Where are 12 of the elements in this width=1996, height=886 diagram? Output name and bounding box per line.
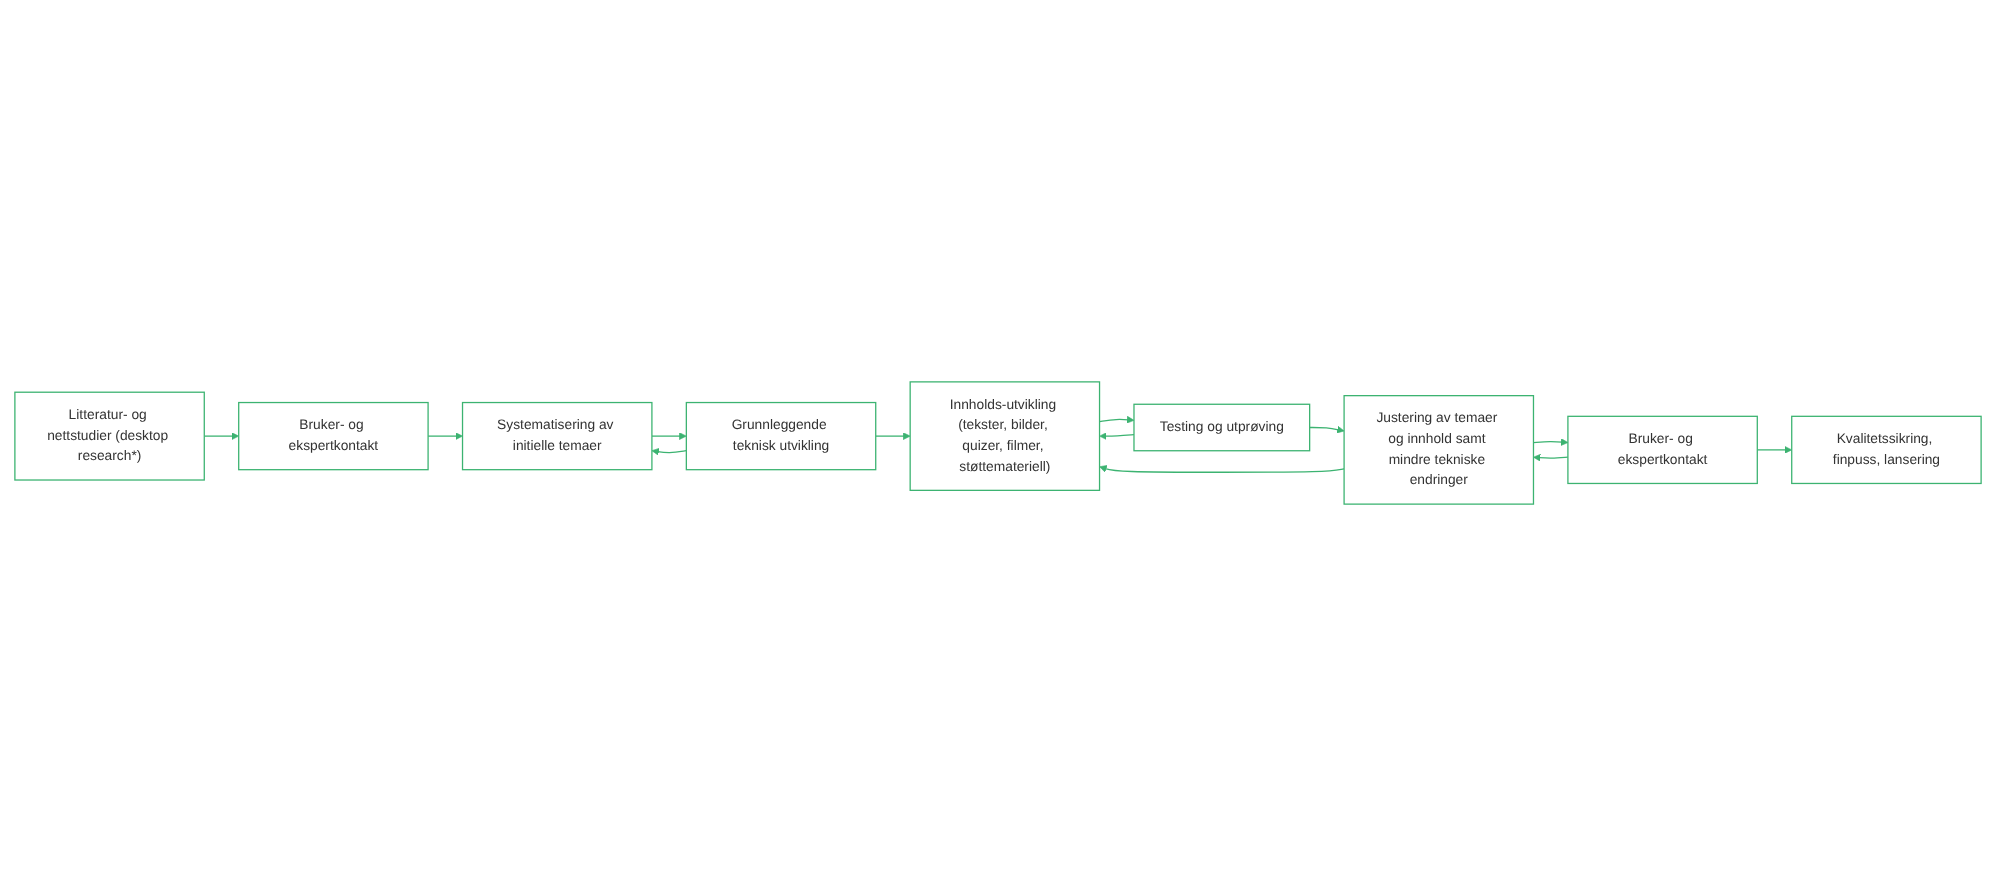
arrow: [1099, 432, 1135, 440]
arrow: [651, 448, 687, 456]
arrow: [1532, 438, 1569, 446]
arrow: [1099, 465, 1345, 473]
arrow: [651, 432, 687, 440]
arrow: [1533, 453, 1569, 462]
arrow: [1756, 446, 1793, 454]
arrow: [1309, 425, 1345, 434]
arrow: [1098, 415, 1135, 424]
arrow: [203, 432, 240, 440]
arrow: [875, 432, 911, 440]
arrow: [427, 432, 463, 440]
